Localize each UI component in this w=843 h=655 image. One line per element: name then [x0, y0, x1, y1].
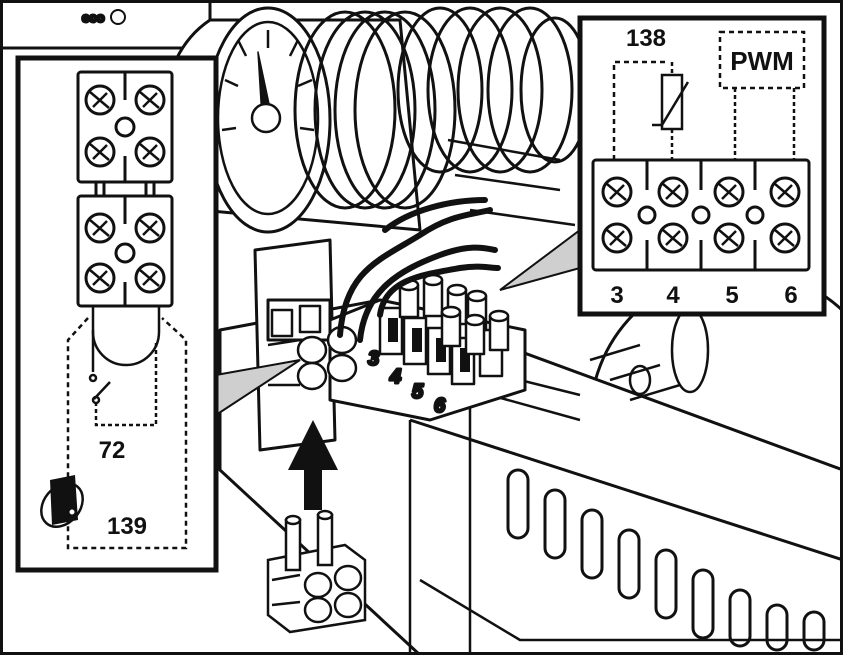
flow-sensor-icon [40, 475, 84, 528]
scene-terminal-4: 4 [389, 366, 401, 388]
switch-label: 72 [99, 437, 126, 464]
scene-terminal-numbers: 3 4 5 6 [367, 347, 448, 419]
plugged-connector [267, 325, 358, 391]
scene-terminal-6: 6 [434, 395, 446, 417]
brand-logo-icon [110, 9, 126, 25]
sensor-label: 139 [107, 513, 147, 540]
right-inset: 138 PWM [577, 15, 827, 317]
pump-coil-icon [293, 6, 591, 210]
terminal-number-4: 4 [666, 282, 680, 309]
pressure-gauge-icon [204, 6, 332, 234]
scene-terminal-3: 3 [368, 348, 379, 370]
terminal-number-3: 3 [610, 282, 623, 309]
scene-terminal-5: 5 [412, 381, 424, 403]
terminal-block-icon [76, 70, 174, 308]
thermistor-icon [612, 60, 690, 160]
terminal-number-6: 6 [784, 282, 797, 309]
connector-plug-icon [266, 509, 367, 634]
left-inset: 72 139 [15, 55, 219, 573]
switch-icon [88, 373, 111, 405]
pwm-box [718, 30, 806, 90]
terminal-number-5: 5 [725, 282, 738, 309]
terminal-strip-icon [591, 158, 811, 272]
left-inset-wiring [66, 306, 188, 550]
pwm-label: PWM [730, 46, 794, 76]
pwm-leads [733, 88, 796, 160]
cables [337, 197, 501, 343]
brand-mark: eco [82, 10, 104, 25]
insert-arrow-icon [288, 420, 338, 510]
right-callout-wedge [499, 228, 581, 291]
terminal-number-row: 3 4 5 6 [610, 282, 797, 309]
resistor-label: 138 [626, 25, 666, 52]
